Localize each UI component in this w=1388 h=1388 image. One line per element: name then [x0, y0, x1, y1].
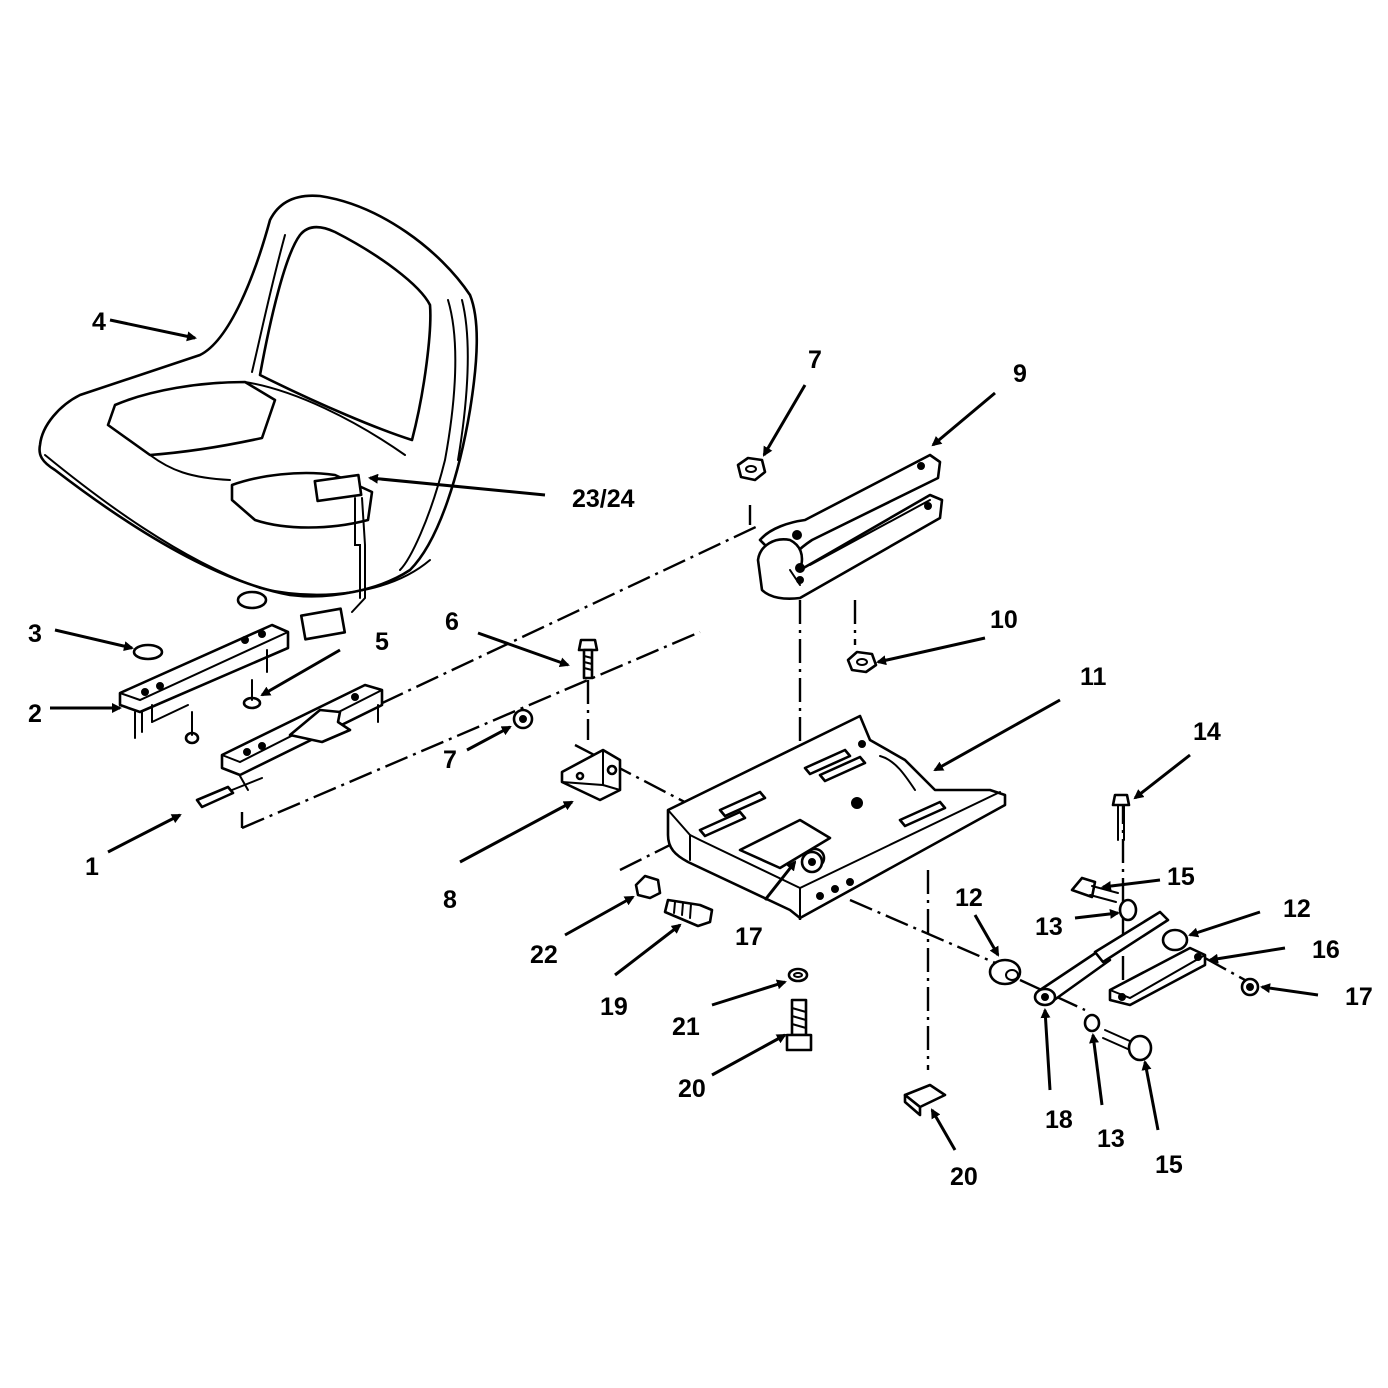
callout-16: 16: [1312, 936, 1340, 964]
callout-23-24: 23/24: [572, 485, 635, 513]
callout-12-left: 12: [955, 884, 983, 912]
nut-part-17-center: [800, 850, 824, 874]
bolt-part-20-lower: [785, 998, 813, 1052]
callout-15-upper: 15: [1167, 863, 1195, 891]
callout-arrows: [50, 318, 1319, 1151]
nut-part-7-lower: [512, 708, 534, 730]
cap-part-19: [903, 1083, 947, 1117]
callout-15-lower: 15: [1155, 1151, 1183, 1179]
callout-14: 14: [1193, 718, 1221, 746]
callout-21: 21: [672, 1013, 700, 1041]
callout-13-lower: 13: [1097, 1125, 1125, 1153]
callout-17-center: 17: [735, 923, 763, 951]
bushing-part-12-right: [1161, 928, 1189, 952]
callout-7-lower: 7: [443, 746, 457, 774]
nut-part-22: [634, 874, 662, 900]
callout-18: 18: [1045, 1106, 1073, 1134]
callout-22: 22: [530, 941, 558, 969]
hinge-bracket-part-9: [756, 453, 944, 601]
seat-part-4: [38, 194, 479, 641]
washer-part-3: [132, 643, 164, 661]
washer-part-13-lower: [1083, 1013, 1101, 1033]
callout-labels: 4 23/24 3 2 5 1 6 7 8 7 9 10 11 14 15 12…: [28, 308, 1373, 1191]
bolt-part-15-lower: [1102, 1029, 1153, 1062]
callout-11: 11: [1080, 663, 1107, 691]
washer-part-13-upper: [1118, 898, 1138, 922]
bolt-part-6: [577, 638, 599, 680]
shock-absorber-part-18: [1033, 910, 1170, 1007]
bushing-part-12-left: [988, 958, 1022, 986]
seat-rail-part-1: [195, 683, 384, 809]
callout-4: 4: [92, 308, 106, 336]
callout-13-upper: 13: [1035, 913, 1063, 941]
seat-rail-part-2: [118, 623, 290, 745]
callout-1: 1: [85, 853, 99, 881]
bolt-part-20-upper: [663, 898, 714, 928]
callout-3: 3: [28, 620, 42, 648]
callout-2: 2: [28, 700, 42, 728]
callout-7-upper: 7: [808, 346, 822, 374]
callout-5: 5: [375, 628, 389, 656]
bolt-part-14: [1111, 793, 1131, 841]
bolt-part-5: [242, 679, 262, 710]
nut-part-10: [846, 650, 878, 674]
washer-part-21: [787, 967, 809, 983]
callout-8: 8: [443, 886, 457, 914]
callout-10: 10: [990, 606, 1018, 634]
callout-20-upper: 19: [600, 993, 628, 1021]
callout-20-lower: 20: [678, 1075, 706, 1103]
callout-19: 20: [950, 1163, 978, 1191]
bolt-part-15-upper: [1070, 876, 1119, 903]
callout-6: 6: [445, 608, 459, 636]
bracket-part-16: [1108, 946, 1207, 1007]
nut-part-17-right: [1240, 977, 1260, 997]
callout-17-right: 17: [1345, 983, 1373, 1011]
bracket-part-8: [560, 748, 622, 802]
callout-9: 9: [1013, 360, 1027, 388]
callout-12-right: 12: [1283, 895, 1311, 923]
nut-part-7-upper: [736, 456, 767, 482]
